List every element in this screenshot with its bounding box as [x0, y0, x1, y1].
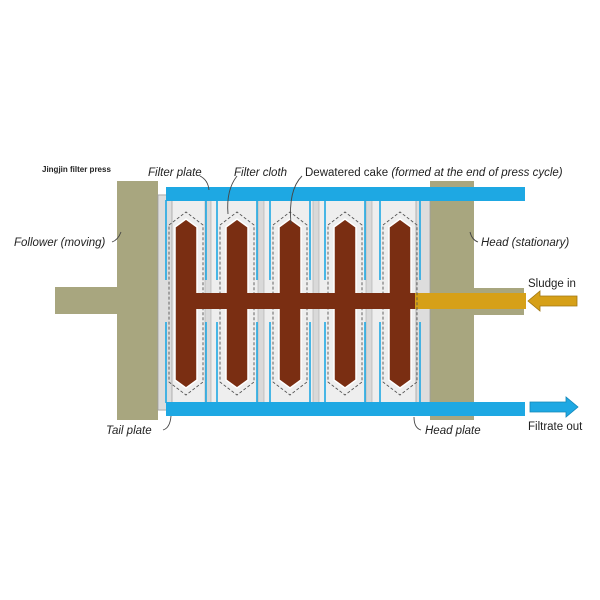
leader-follower: [111, 231, 122, 243]
follower: [55, 181, 158, 420]
filtrate-out-arrow: [529, 396, 579, 418]
leader-filter-cloth: [227, 175, 238, 215]
filtrate-channel-top: [166, 187, 525, 201]
filtrate-channel-bottom: [166, 402, 525, 416]
cake-manifold: [181, 293, 415, 309]
dewatered-cakes: [168, 211, 418, 396]
caption: Jingjin filter press: [42, 165, 111, 174]
label-dewatered-cake-line: Dewatered cake (formed at the end of pre…: [305, 167, 563, 179]
filter-cloth-outline: [382, 211, 418, 396]
sludge-in-arrow: [527, 290, 578, 312]
sludge-feed: [415, 293, 526, 309]
filter-cloth-outline: [219, 211, 255, 396]
label-follower: Follower (moving): [14, 237, 106, 249]
tail-plate: [157, 194, 173, 411]
label-dewatered-cake: Dewatered cake: [305, 167, 388, 179]
filter-cloth-outline: [272, 211, 308, 396]
label-head-plate: Head plate: [425, 425, 481, 437]
filter-cloth-outline: [168, 211, 204, 396]
label-filter-plate: Filter plate: [148, 167, 202, 179]
follower-block: [117, 181, 158, 420]
filter-cloth-outline: [327, 211, 363, 396]
label-filtrate-out: Filtrate out: [528, 421, 583, 433]
label-dewatered-cake-note: (formed at the end of press cycle): [391, 167, 562, 179]
follower-rod: [55, 287, 117, 314]
leader-head-plate: [413, 416, 422, 431]
label-head: Head (stationary): [481, 237, 569, 249]
leader-head: [469, 231, 479, 243]
leader-filter-plate: [199, 175, 210, 191]
label-tail-plate: Tail plate: [106, 425, 152, 437]
label-sludge-in: Sludge in: [528, 278, 576, 290]
label-filter-cloth: Filter cloth: [234, 167, 287, 179]
leader-tail-plate: [162, 415, 172, 431]
leader-dewatered-cake: [290, 175, 303, 225]
